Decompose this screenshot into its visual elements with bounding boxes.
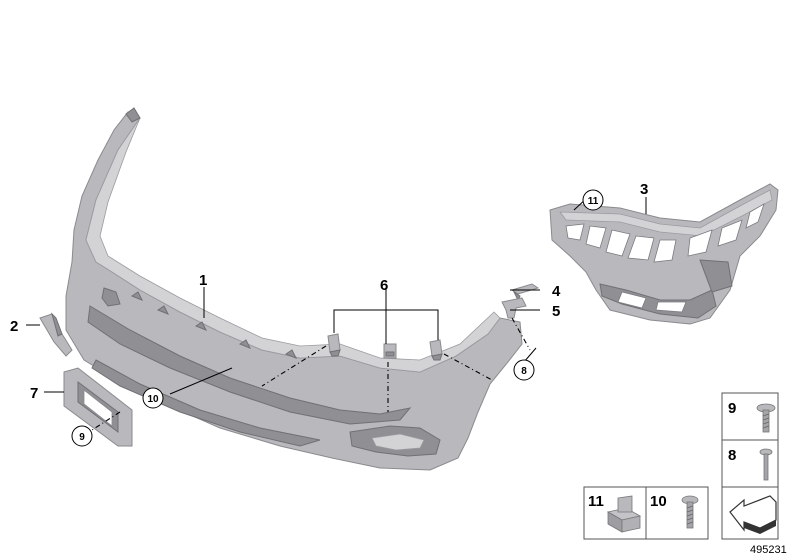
bracket-right <box>429 339 443 361</box>
guide-5 <box>501 297 527 319</box>
legend-box-10 <box>645 486 709 540</box>
svg-text:11: 11 <box>588 196 599 207</box>
legend-number-9: 9 <box>728 400 736 417</box>
bracket-left <box>327 333 341 357</box>
callout-10: 10 <box>142 387 164 409</box>
screw-icon <box>681 495 699 529</box>
clip-nut-icon <box>606 495 642 533</box>
direction-arrow-icon <box>729 495 777 534</box>
legend-number-11: 11 <box>588 493 604 510</box>
tow-hook-cover <box>39 312 73 357</box>
fastener-legend: 9 8 11 10 <box>583 392 779 540</box>
callout-8: 8 <box>513 359 535 381</box>
callout-11: 11 <box>582 189 604 211</box>
callout-5: 5 <box>552 303 560 320</box>
callout-labels: 1 2 3 4 5 6 7 8 9 10 11 <box>10 181 648 447</box>
svg-text:10: 10 <box>147 394 159 405</box>
screw-icon <box>756 403 776 433</box>
callout-6: 6 <box>380 277 388 294</box>
bumper-cover <box>65 107 523 471</box>
callout-7: 7 <box>30 385 38 402</box>
diagram-id: 495231 <box>750 544 787 556</box>
bracket-4 <box>510 283 540 302</box>
callout-2: 2 <box>10 318 18 335</box>
bracket-middle <box>383 343 397 359</box>
svg-text:8: 8 <box>521 366 527 377</box>
svg-text:9: 9 <box>79 432 85 443</box>
bumper-support <box>549 183 779 325</box>
callout-1: 1 <box>199 272 207 289</box>
legend-number-10: 10 <box>650 493 667 510</box>
callout-9: 9 <box>71 425 93 447</box>
legend-number-8: 8 <box>728 447 736 464</box>
bolt-icon <box>759 448 773 481</box>
assembly-lines <box>91 317 531 431</box>
callout-4: 4 <box>552 283 561 300</box>
callout-3: 3 <box>640 181 648 198</box>
legend-box-8 <box>721 439 779 488</box>
